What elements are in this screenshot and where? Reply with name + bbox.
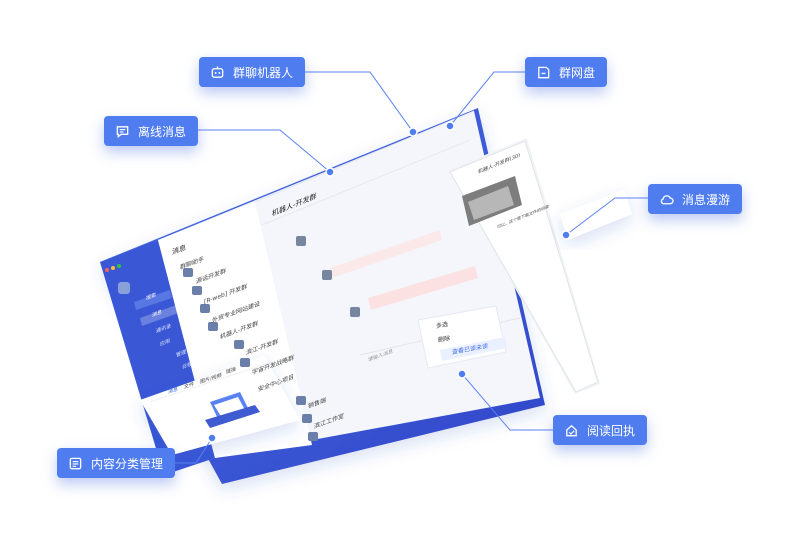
callout-label: 内容分类管理 [91, 456, 164, 471]
disk-icon [535, 64, 551, 80]
callout-label: 群聊机器人 [233, 65, 294, 80]
message-list-icon [114, 123, 130, 139]
callout-content-classify: 内容分类管理 [57, 448, 176, 478]
cloud-icon [658, 191, 674, 207]
callout-message-roaming: 消息漫游 [648, 184, 743, 214]
callout-label: 阅读回执 [587, 423, 636, 438]
callout-group-disk: 群网盘 [525, 57, 608, 87]
callout-read-receipt: 阅读回执 [553, 415, 648, 445]
callout-label: 群网盘 [559, 65, 596, 80]
receipt-icon [563, 422, 579, 438]
callout-label: 离线消息 [138, 124, 187, 139]
classify-icon [67, 455, 83, 471]
callout-label: 消息漫游 [682, 192, 731, 207]
callout-group-robot: 群聊机器人 [199, 57, 306, 87]
callout-offline-message: 离线消息 [104, 116, 199, 146]
robot-icon [209, 64, 225, 80]
